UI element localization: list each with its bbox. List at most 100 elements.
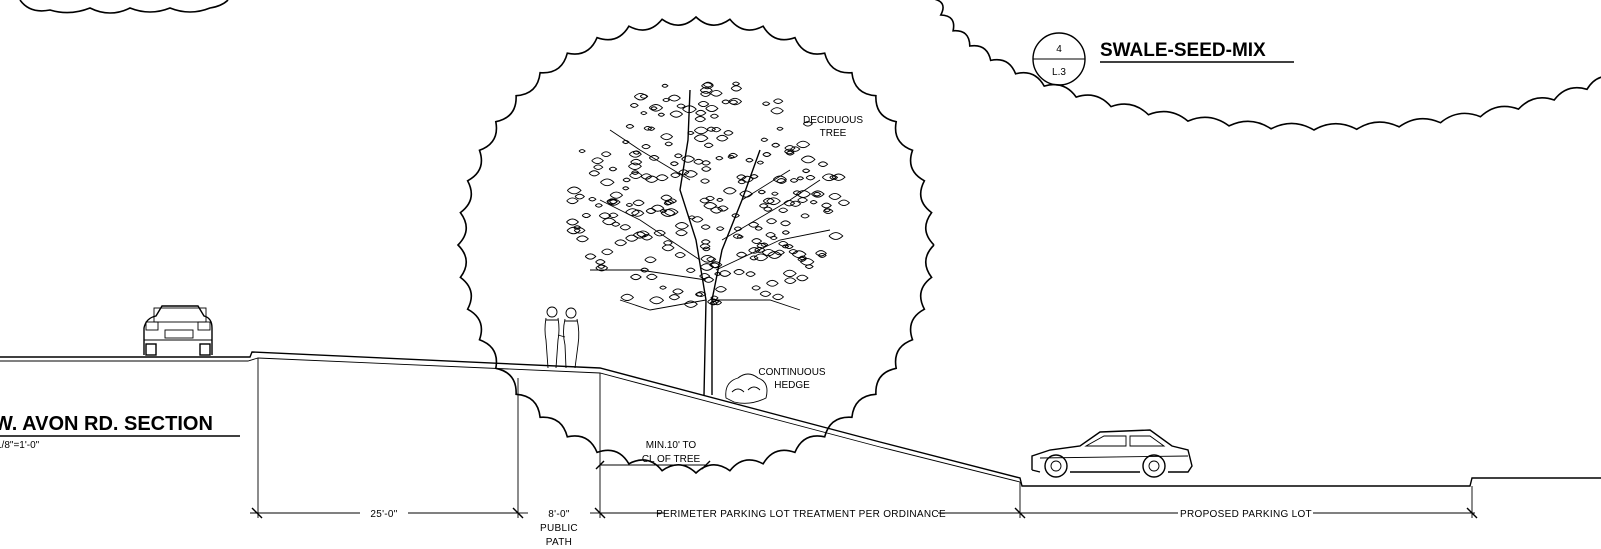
- foliage-leaf-cluster: [660, 133, 674, 141]
- detail-callout-bubble[interactable]: 4 L.3: [1032, 32, 1086, 86]
- tree-note-line2: TREE: [820, 128, 847, 139]
- min-offset-note-line2: CL OF TREE: [642, 454, 701, 465]
- foliage-leaf-cluster: [828, 192, 842, 200]
- foliage-leaf-cluster: [676, 103, 686, 109]
- foliage-leaf-cluster: [736, 251, 748, 258]
- foliage-leaf-cluster: [629, 171, 643, 179]
- foliage-leaf-cluster: [733, 226, 743, 232]
- foliage-leaf-cluster: [631, 209, 645, 217]
- foliage-leaf-cluster: [594, 203, 603, 208]
- foliage-leaf-cluster: [566, 197, 579, 205]
- foliage-leaf-cluster: [781, 230, 790, 235]
- dimension-line: [250, 507, 1478, 519]
- min-offset-dimension: [595, 460, 711, 470]
- foliage-leaf-cluster: [797, 197, 809, 203]
- foliage-leaf-cluster: [774, 249, 785, 256]
- foliage-leaf-cluster: [602, 217, 617, 226]
- foliage-leaf-cluster: [732, 233, 743, 239]
- pedestrians-figure: [544, 306, 580, 369]
- foliage-leaf-cluster: [715, 156, 724, 161]
- foliage-leaf-cluster: [773, 98, 784, 104]
- foliage-leaf-cluster: [811, 190, 825, 198]
- foliage-leaf-cluster: [751, 238, 763, 244]
- foliage-leaf-cluster: [632, 150, 641, 155]
- foliage-leaf-cluster: [753, 253, 769, 262]
- foliage-leaf-cluster: [591, 157, 604, 165]
- foliage-leaf-cluster: [641, 144, 651, 150]
- revision-cloud-top-left: [19, 0, 229, 14]
- foliage-leaf-cluster: [766, 197, 781, 206]
- foliage-leaf-cluster: [790, 146, 801, 152]
- foliage-leaf-cluster: [821, 202, 832, 209]
- foliage-leaf-cluster: [778, 207, 789, 213]
- foliage-leaf-cluster: [700, 224, 711, 230]
- foliage-leaf-cluster: [598, 212, 612, 220]
- foliage-leaf-cluster: [716, 134, 729, 142]
- foliage-leaf-cluster: [643, 125, 653, 131]
- foliage-leaf-cluster: [674, 222, 689, 230]
- foliage-leaf-cluster: [705, 195, 715, 201]
- foliage-leaf-cluster: [723, 130, 734, 136]
- foliage-leaf-cluster: [688, 215, 696, 220]
- foliage-leaf-cluster: [828, 232, 844, 240]
- foliage-leaf-cluster: [664, 141, 673, 147]
- foliage-leaf-cluster: [699, 263, 715, 271]
- foliage-leaf-cluster: [798, 255, 807, 261]
- foliage-leaf-cluster: [784, 145, 796, 152]
- foliage-leaf-cluster: [628, 162, 642, 170]
- foliage-leaf-cluster: [672, 288, 684, 295]
- foliage-leaf-cluster: [800, 258, 815, 266]
- foliage-leaf-cluster: [809, 200, 818, 205]
- foliage-leaf-cluster: [622, 139, 630, 145]
- foliage-leaf-cluster: [785, 150, 795, 156]
- foliage-leaf-cluster: [772, 175, 788, 184]
- foliage-leaf-cluster: [606, 198, 621, 206]
- foliage-leaf-cluster: [640, 111, 648, 116]
- foliage-leaf-cluster: [771, 142, 781, 148]
- foliage-leaf-cluster: [823, 208, 831, 213]
- foliage-leaf-cluster: [701, 82, 714, 90]
- foliage-leaf-cluster: [723, 187, 737, 195]
- foliage-leaf-cluster: [739, 190, 753, 198]
- min-offset-note-line1: MIN.10' TO: [646, 440, 697, 451]
- foliage-leaf-cluster: [797, 256, 807, 262]
- foliage-leaf-cluster: [655, 174, 669, 182]
- foliage-leaf-cluster: [619, 224, 632, 231]
- foliage-leaf-cluster: [566, 218, 580, 226]
- foliage-leaf-cluster: [581, 213, 592, 218]
- foliage-leaf-cluster: [661, 244, 675, 252]
- foliage-leaf-cluster: [789, 200, 802, 207]
- foliage-leaf-cluster: [668, 94, 681, 102]
- foliage-leaf-cluster: [578, 149, 586, 154]
- foliage-leaf-cluster: [782, 269, 797, 278]
- foliage-leaf-cluster: [715, 286, 727, 293]
- foliage-leaf-cluster: [650, 106, 658, 111]
- foliage-leaf-cluster: [662, 97, 671, 103]
- ground-profile: [0, 351, 1601, 518]
- foliage-leaf-cluster: [703, 276, 715, 283]
- foliage-leaf-cluster: [831, 173, 846, 181]
- foliage-leaf-cluster: [800, 155, 816, 164]
- foliage-leaf-cluster: [800, 213, 810, 219]
- foliage-leaf-cluster: [625, 234, 639, 242]
- foliage-leaf-cluster: [716, 197, 724, 202]
- foliage-leaf-cluster: [772, 293, 785, 301]
- continuous-hedge: [725, 373, 768, 404]
- foliage-leaf-cluster: [788, 249, 799, 255]
- foliage-leaf-cluster: [697, 100, 710, 108]
- callout-title: SWALE-SEED-MIX: [1100, 40, 1266, 61]
- foliage-leaf-cluster: [771, 191, 779, 196]
- foliage-leaf-cluster: [595, 264, 609, 272]
- foliage-leaf-cluster: [600, 178, 615, 187]
- foliage-leaf-cluster: [593, 164, 604, 170]
- foliage-leaf-cluster: [661, 83, 669, 88]
- foliage-leaf-cluster: [630, 273, 642, 281]
- foliage-leaf-cluster: [802, 168, 811, 174]
- foliage-leaf-cluster: [770, 235, 778, 241]
- foliage-leaf-cluster: [691, 216, 704, 223]
- foliage-leaf-cluster: [663, 201, 672, 206]
- foliage-leaf-cluster: [695, 292, 704, 297]
- foliage-leaf-cluster: [681, 155, 696, 163]
- foliage-leaf-cluster: [805, 175, 816, 181]
